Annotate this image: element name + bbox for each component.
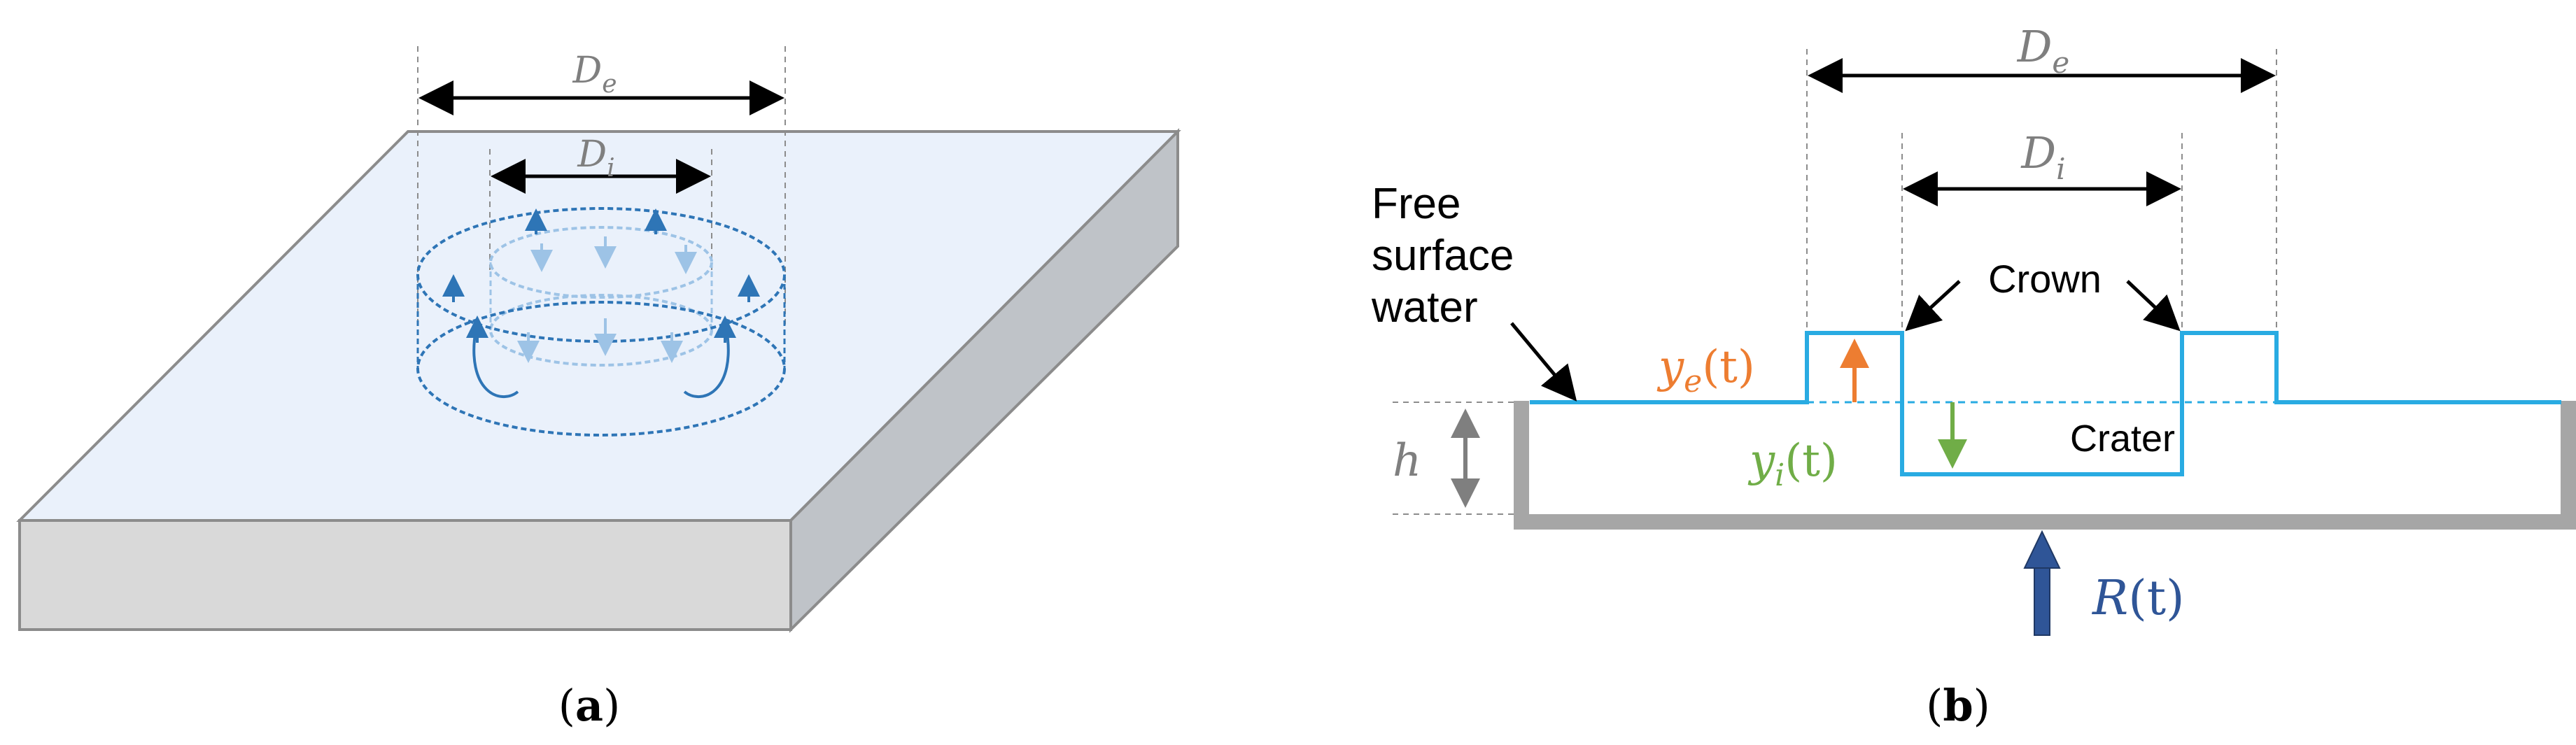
free-surface-label: Free surface water (1371, 180, 1526, 332)
caption-a: (a) (558, 680, 621, 731)
yi-label: yi(t) (1747, 435, 1838, 493)
r-label: R(t) (2091, 571, 2185, 626)
free-surface-pointer (1510, 322, 1577, 402)
caption-b: (b) (1926, 680, 1990, 731)
water-free-surface (1530, 331, 2561, 476)
reaction-force-arrow (2023, 530, 2061, 636)
de-label-a: De (572, 50, 617, 99)
de-label-b: De (2017, 21, 2070, 80)
panel-a: De Di (16, 46, 1181, 731)
crown-cylinder (416, 207, 786, 437)
plate-front-face (18, 519, 792, 631)
flow-arrows-up (442, 208, 760, 343)
crown-label: Crown (1988, 257, 2102, 301)
container-wall (1514, 401, 2576, 530)
di-label-b: Di (2020, 127, 2065, 186)
reference-lines-a (417, 46, 786, 329)
crown-pointer-right (2126, 280, 2181, 332)
h-label: h (1393, 435, 1421, 487)
ye-label: ye(t) (1656, 341, 1755, 399)
flow-arrows-down (517, 236, 697, 363)
plate-side-face (789, 128, 1179, 633)
di-label-a: Di (577, 134, 614, 183)
crown-pointer-left (1905, 280, 1961, 332)
panel-b: De Di Free surface water Crown Crater ye… (1371, 21, 2576, 731)
crater-label: Crater (2070, 418, 2175, 460)
